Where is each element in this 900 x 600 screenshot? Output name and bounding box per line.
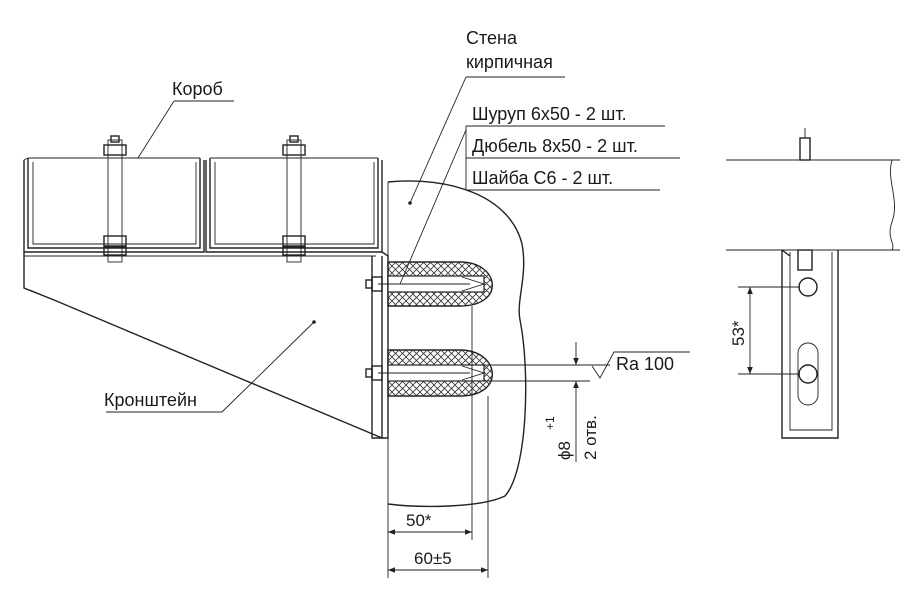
bracket-shape xyxy=(23,251,389,440)
hole-dimension xyxy=(480,342,690,462)
roughness-label: Ra 100 xyxy=(616,354,674,374)
cable-box-left xyxy=(23,157,205,253)
bottom-dimensions xyxy=(388,306,489,578)
washer-label: Шайба С6 - 2 шт. xyxy=(472,168,613,188)
cable-box-right xyxy=(205,157,383,253)
side-view xyxy=(726,128,900,439)
screw-label: Шуруп 6х50 - 2 шт. xyxy=(472,104,627,124)
dowel-label: Дюбель 8х50 - 2 шт. xyxy=(472,136,638,156)
box-label: Короб xyxy=(172,79,223,99)
bolt-right xyxy=(282,135,306,263)
hole-diameter-label: ϕ8 xyxy=(555,441,574,460)
dim-60-label: 60±5 xyxy=(414,549,452,568)
dowel-upper xyxy=(365,261,493,307)
dim-53-label: 53* xyxy=(729,320,748,346)
hole-tolerance-label: +1 xyxy=(543,416,557,430)
dowel-lower xyxy=(365,349,493,397)
dim-50-label: 50* xyxy=(406,511,432,530)
leader-lines xyxy=(106,76,680,413)
hole-count-label: 2 отв. xyxy=(581,415,600,460)
wall-label-line1: Стена xyxy=(466,28,518,48)
bracket-label: Кронштейн xyxy=(104,390,197,410)
wall-label-line2: кирпичная xyxy=(466,52,553,72)
bolt-left xyxy=(103,135,127,263)
